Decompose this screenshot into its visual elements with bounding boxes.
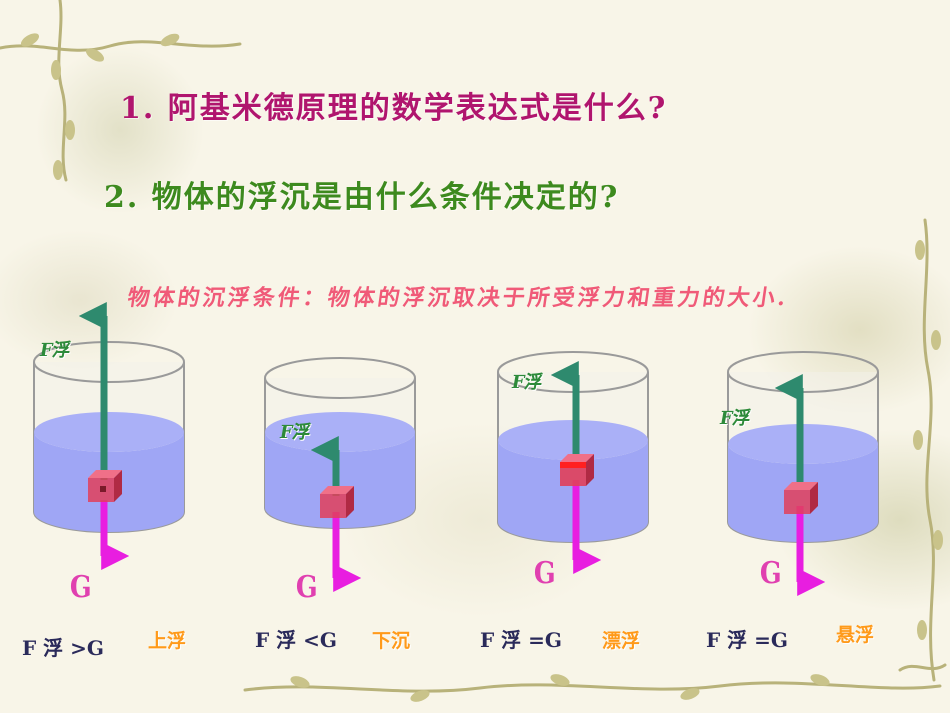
gravity-label-3: G: [533, 556, 556, 591]
buoyancy-label-2: F浮: [277, 422, 313, 443]
cube-3: [560, 454, 594, 486]
state-4: 悬浮: [836, 624, 875, 646]
state-3: 漂浮: [602, 630, 641, 652]
buoyancy-label-1: F浮: [37, 340, 73, 361]
buoyancy-label-4: F浮: [717, 408, 753, 429]
gravity-label-1: G: [69, 570, 92, 605]
buoyancy-label-3: F浮: [509, 372, 545, 393]
gravity-label-4: G: [759, 556, 782, 591]
cube-2: [320, 486, 354, 518]
state-2: 下沉: [372, 630, 411, 652]
beaker-4: [727, 351, 879, 596]
relation-3: F 浮 =G: [480, 628, 562, 652]
beaker-1: [33, 302, 185, 570]
beaker-3: [497, 351, 649, 574]
question-2: 2. 物体的浮沉是由什么条件决定的?: [104, 180, 620, 215]
beaker-2: [264, 357, 416, 592]
relation-1: F 浮 >G: [22, 636, 104, 660]
gravity-label-2: G: [295, 570, 318, 605]
relation-2: F 浮 <G: [255, 628, 337, 652]
question-1: 1. 阿基米德原理的数学表达式是什么?: [120, 91, 668, 126]
cube-1: [88, 470, 122, 502]
cube-4: [784, 482, 818, 514]
relation-4: F 浮 =G: [706, 628, 788, 652]
state-1: 上浮: [148, 630, 187, 652]
